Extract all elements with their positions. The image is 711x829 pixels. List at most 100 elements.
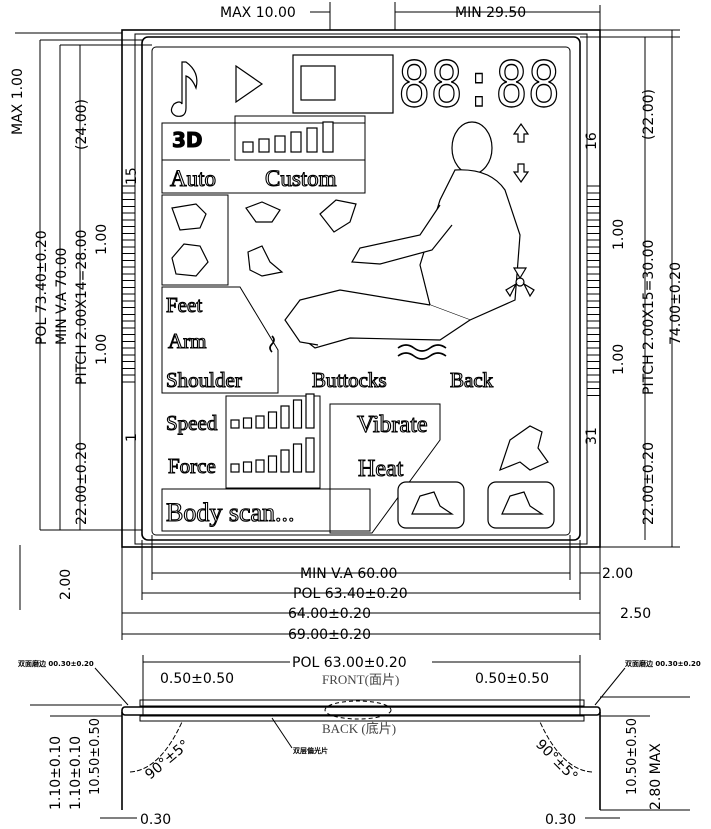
feet-label: Feet xyxy=(166,293,202,317)
front-label: FRONT(面片) xyxy=(322,672,399,687)
pin-width-top-label: 1.00 xyxy=(94,224,110,255)
pin xyxy=(586,185,601,194)
tapping-hand-icon xyxy=(245,201,281,223)
level-bar xyxy=(230,419,240,429)
bottom-2-label: 2.00 xyxy=(58,569,74,600)
heat-label: Heat xyxy=(358,456,404,482)
pin xyxy=(586,320,601,329)
body-scan-label: Body scan... xyxy=(166,498,295,527)
min-29-label: MIN 29.50 xyxy=(455,5,526,21)
max-1-label: MAX 1.00 xyxy=(10,68,26,135)
level-bar xyxy=(292,443,303,473)
pol-73-label: POL 73.40±0.20 xyxy=(34,230,50,345)
intensity-bars-top xyxy=(242,121,334,153)
pin-31-label: 31 xyxy=(584,427,600,445)
pin xyxy=(121,266,136,275)
glass-64-label: 64.00±0.20 xyxy=(288,606,371,622)
squeeze-hand-icon xyxy=(319,199,357,233)
pin xyxy=(586,347,601,356)
level-bar xyxy=(280,449,290,473)
edge-left-label: 双面磨边 00.30±0.20 xyxy=(18,659,94,668)
module-outline xyxy=(121,29,601,640)
pin-1-label: 1 xyxy=(124,433,140,442)
polarizer-label: 双层偏光片 xyxy=(293,746,328,755)
pin xyxy=(121,253,136,261)
vibrate-label: Vibrate xyxy=(357,412,428,438)
intensity-bar xyxy=(306,127,318,153)
intensity-bar xyxy=(274,135,286,153)
min-va-70-label: MIN V.A 70.00 xyxy=(54,248,70,345)
speed-force-bars xyxy=(230,393,315,473)
left-dimensions: MAX 1.00 POL 73.40±0.20 MIN V.A 70.00 (2… xyxy=(10,32,152,610)
pin xyxy=(586,334,601,342)
shoulder-label: Shoulder xyxy=(166,368,242,392)
pin xyxy=(586,307,601,315)
pin xyxy=(121,334,136,342)
pin-15-label: 15 xyxy=(124,167,140,185)
pin xyxy=(586,239,601,248)
left-t1-label: 1.10±0.10 xyxy=(48,736,64,810)
level-bar xyxy=(305,437,315,473)
right-pin-width-label: 0.30 xyxy=(545,812,576,828)
level-bar xyxy=(305,393,315,429)
pin xyxy=(121,226,136,234)
top-dimensions: MAX 10.00 MIN 29.50 xyxy=(220,2,601,30)
pin xyxy=(586,226,601,234)
force-label: Force xyxy=(168,454,216,478)
stretch-person-icon xyxy=(499,425,549,472)
pin xyxy=(121,307,136,315)
intensity-bar xyxy=(290,131,302,153)
pin xyxy=(586,388,601,396)
right-dimensions: (22.00) 16 1.00 PITCH 2.00X15=30.00 74.0… xyxy=(580,29,684,548)
overall-69-label: 69.00±0.20 xyxy=(288,627,371,643)
mode-3d-label: 3D xyxy=(172,128,203,152)
pin xyxy=(586,212,601,221)
pin xyxy=(586,293,601,302)
buttocks-label: Buttocks xyxy=(312,368,387,392)
back-label: BACK (底片) xyxy=(322,721,396,736)
offset-22-right-label: 22.00±0.20 xyxy=(641,442,657,525)
fan-icon xyxy=(505,267,535,298)
pin xyxy=(121,212,136,221)
pin-width-bottom-right-label: 1.00 xyxy=(611,344,627,375)
pin xyxy=(121,347,136,356)
right-2-label: 2.00 xyxy=(602,566,633,582)
angle-right-label: 90°±5° xyxy=(532,737,580,785)
level-bar xyxy=(267,411,278,429)
paren-24-label: (24.00) xyxy=(74,99,90,150)
side-pol-label: POL 63.00±0.20 xyxy=(292,655,407,671)
pol-63-40-label: POL 63.40±0.20 xyxy=(293,586,408,602)
overall-74-label: 74.00±0.20 xyxy=(668,262,684,345)
offset-22-left-label: 22.00±0.20 xyxy=(74,442,90,525)
pitch-right-label: PITCH 2.00X15=30.00 xyxy=(641,240,657,395)
intensity-bar xyxy=(258,138,270,153)
right-pins xyxy=(586,185,601,396)
arm-label: Arm xyxy=(168,329,207,353)
side-view: POL 63.00±0.20 0.50±0.50 0.50±0.50 FRONT… xyxy=(18,655,701,828)
pin xyxy=(121,185,136,194)
pin-16-label: 16 xyxy=(584,132,600,150)
lcd-segments: 88:88 3D Auto Custom Feet Arm Shoulder B… xyxy=(161,47,561,534)
speed-label: Speed xyxy=(166,411,218,435)
right-2-5-label: 2.50 xyxy=(620,606,651,622)
left-offset-label: 0.50±0.50 xyxy=(160,671,234,687)
level-bar xyxy=(292,399,303,429)
seated-person-icon xyxy=(269,121,521,360)
pin xyxy=(121,374,136,383)
pin-width-top-right-label: 1.00 xyxy=(611,219,627,250)
left-t2-label: 1.10±0.10 xyxy=(68,736,84,810)
pin xyxy=(121,293,136,302)
square-icon xyxy=(300,65,336,101)
level-bar xyxy=(242,461,253,473)
pin xyxy=(586,253,601,261)
shiatsu-hand-icon xyxy=(247,245,284,277)
right-offset-label: 0.50±0.50 xyxy=(475,671,549,687)
pin xyxy=(121,280,136,288)
pin xyxy=(586,199,601,207)
edge-right-label: 双面磨边 00.30±0.20 xyxy=(625,659,701,668)
pin xyxy=(586,280,601,288)
rolling-hand-icon xyxy=(171,243,209,277)
pin xyxy=(121,239,136,248)
max-10-label: MAX 10.00 xyxy=(220,5,296,21)
